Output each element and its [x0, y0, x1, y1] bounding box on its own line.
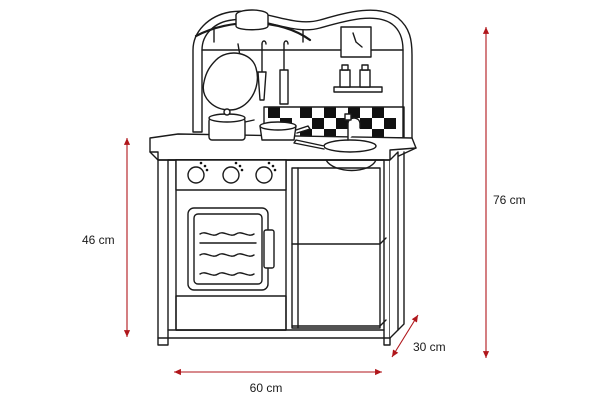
hanging-utensils — [257, 40, 289, 105]
height-total-label: 76 cm — [493, 193, 526, 207]
spice-shelf — [333, 64, 383, 93]
toy-kitchen — [149, 9, 417, 346]
dimension-labels: 76 cm 46 cm 60 cm 30 cm — [82, 193, 526, 395]
sink-basin — [325, 159, 377, 172]
cooking-pot — [208, 108, 255, 141]
hanging-pan — [202, 43, 258, 111]
height-counter-label: 46 cm — [82, 233, 115, 247]
depth-arrow — [391, 314, 419, 358]
dimension-arrows — [123, 27, 490, 376]
hood-rail — [194, 9, 312, 43]
width-label: 60 cm — [250, 381, 283, 395]
frying-pan — [293, 139, 377, 153]
open-shelves — [291, 167, 387, 329]
knob-1 — [187, 166, 205, 184]
saucepan — [259, 121, 311, 141]
knob-3 — [255, 166, 273, 184]
faucet — [344, 113, 361, 141]
checkered-backsplash — [268, 107, 396, 138]
wall-clock — [340, 26, 372, 58]
stove-knobs — [187, 161, 277, 184]
oven — [175, 159, 287, 331]
depth-label: 30 cm — [413, 340, 446, 354]
knob-2 — [222, 166, 240, 184]
